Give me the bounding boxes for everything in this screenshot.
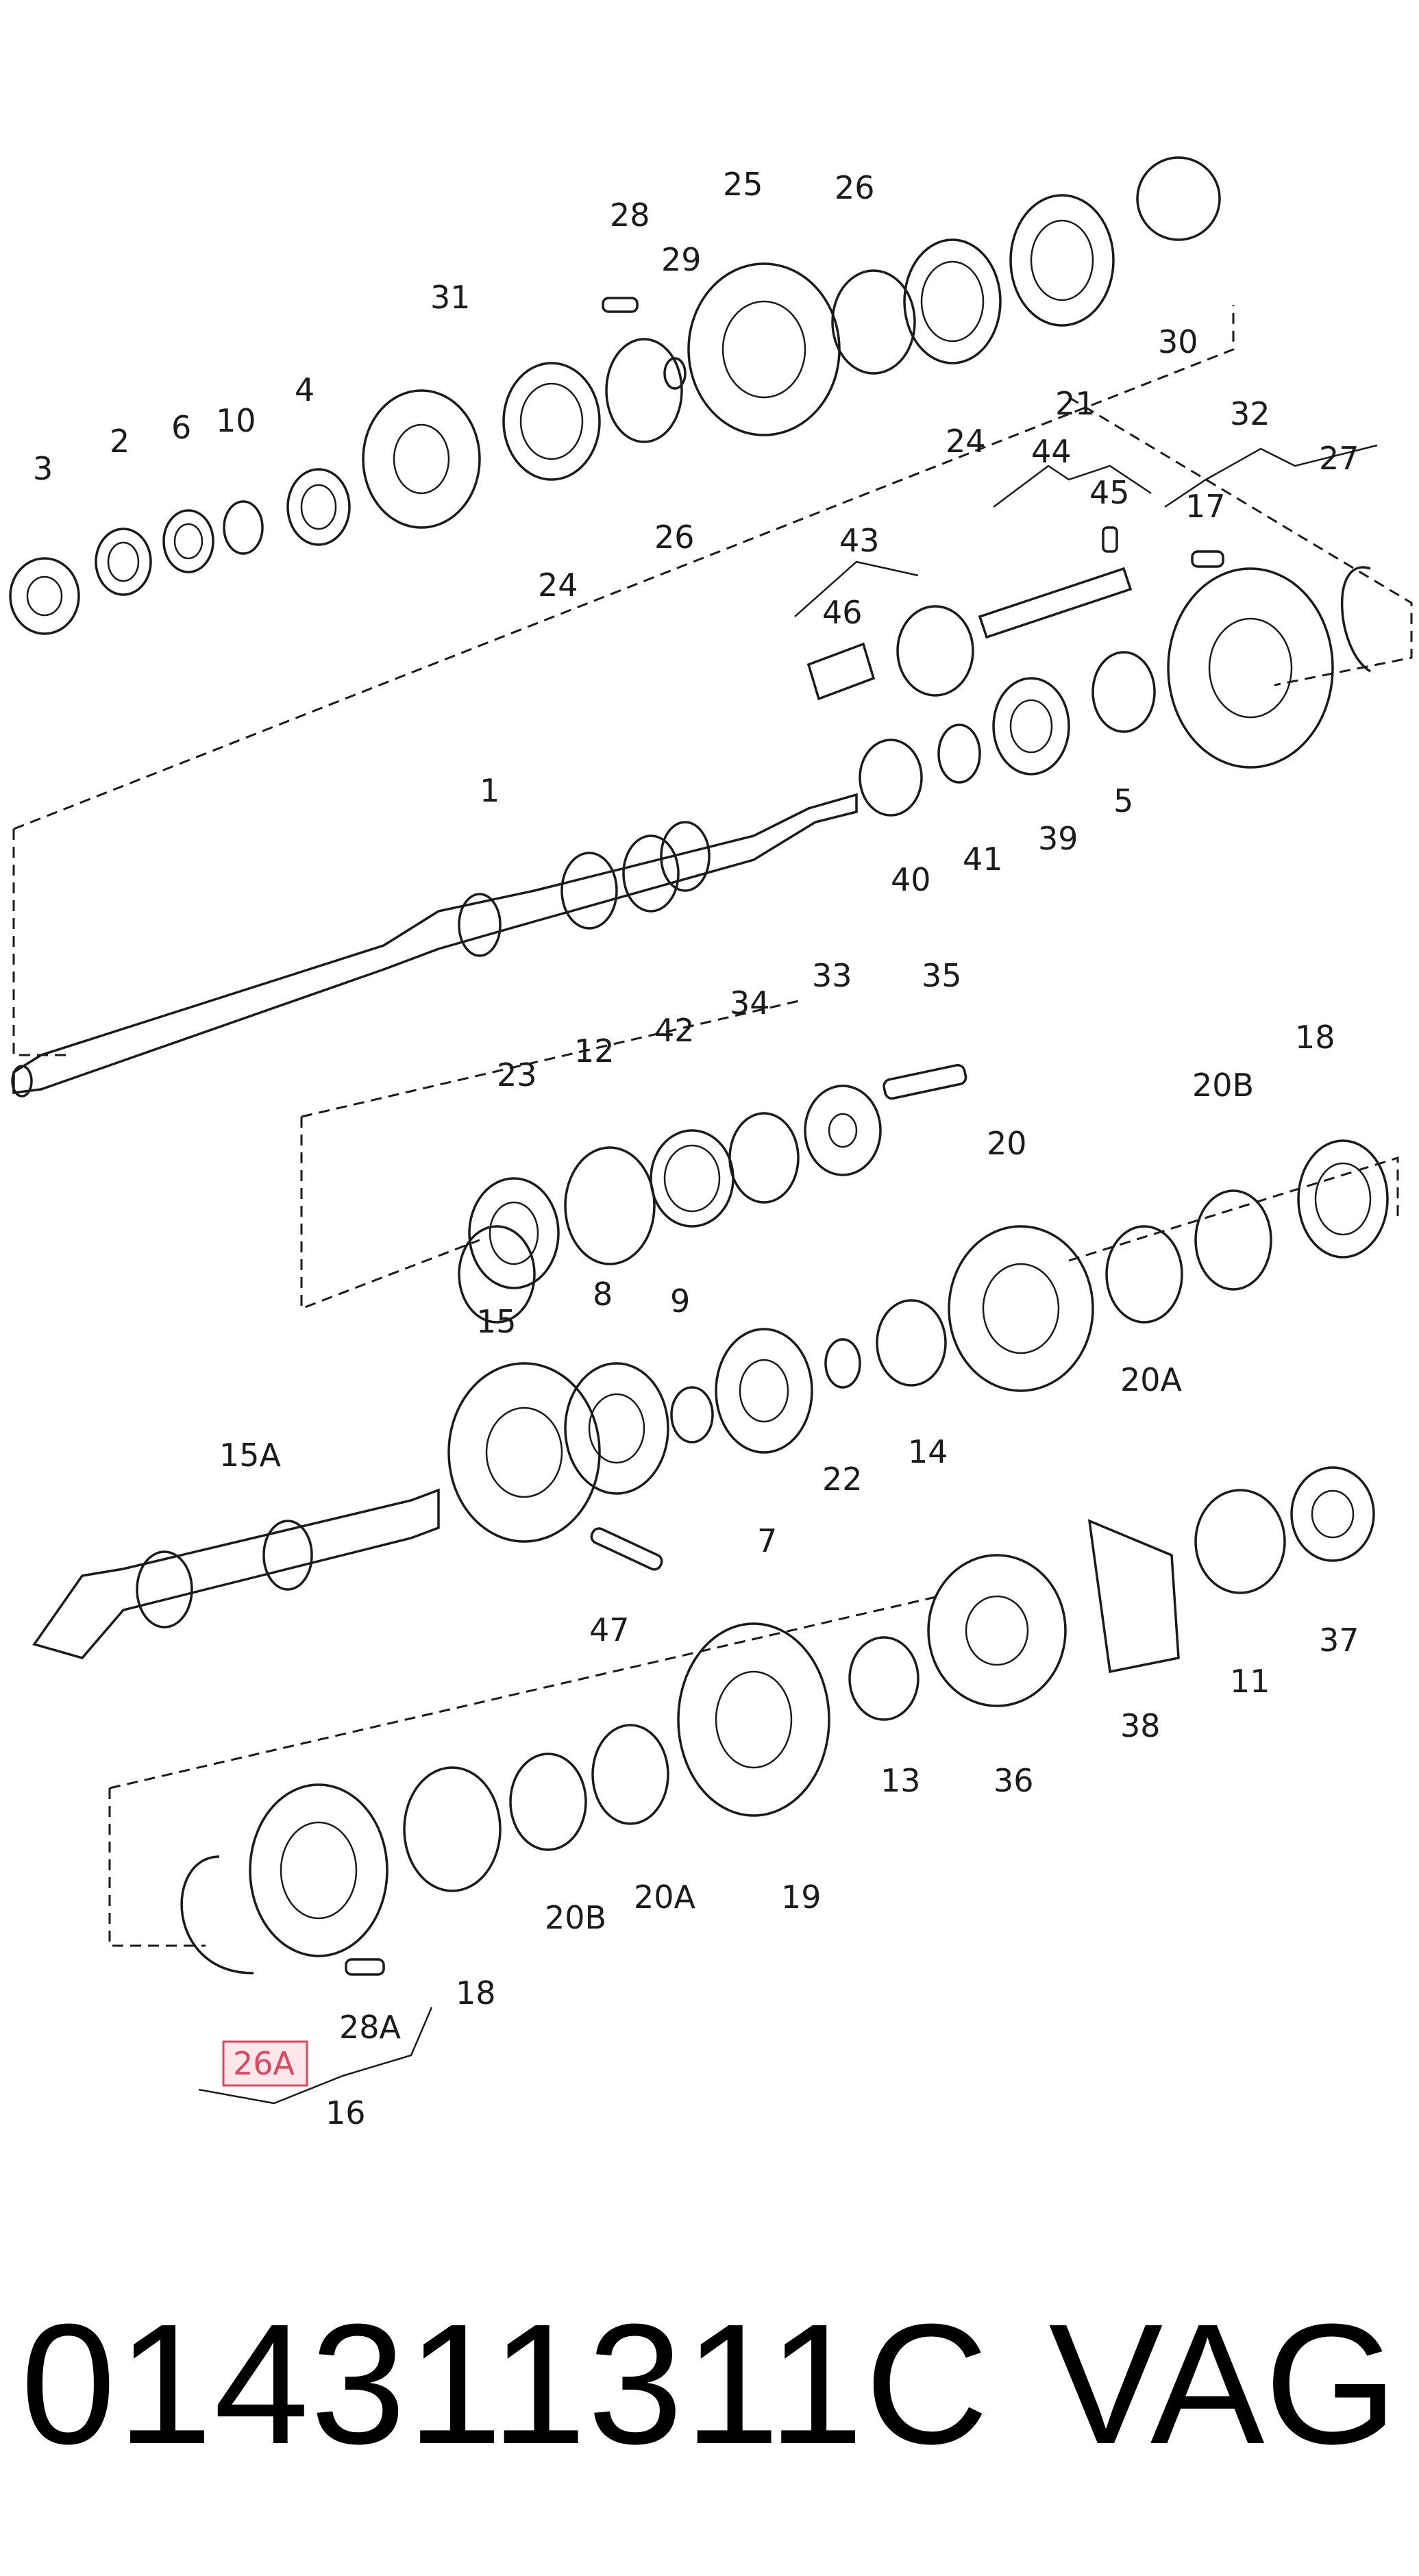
label-44: 44 [1031,433,1072,470]
label-28A: 28A [339,2009,402,2046]
label-17: 17 [1185,488,1226,525]
label-42: 42 [654,1012,695,1049]
label-18-top: 18 [1295,1019,1335,1056]
label-3: 3 [33,450,53,487]
label-20A-bottom: 20A [634,1879,696,1916]
label-20B-bottom: 20B [545,1899,606,1936]
label-14: 14 [908,1433,948,1470]
main-shaft [11,793,858,1098]
label-35: 35 [922,957,962,994]
pinion-shaft [32,1299,947,1659]
label-24-bottom: 24 [538,567,578,604]
label-8: 8 [593,1276,613,1313]
label-1: 1 [480,772,499,809]
label-38: 38 [1120,1707,1161,1744]
footer: 014311311C VAG [21,2281,1398,2487]
lower-middle-parts [458,1063,1389,1392]
label-47: 47 [589,1611,630,1648]
label-20: 20 [987,1125,1027,1162]
label-10: 10 [216,402,256,439]
label-12: 12 [574,1032,615,1069]
label-26-bottom: 26 [654,519,695,556]
label-19: 19 [781,1879,822,1916]
label-24-top: 24 [946,423,986,460]
callout-labels: 1 2 3 4 5 6 7 8 9 10 11 12 13 14 15 15A … [33,166,1359,2131]
label-45: 45 [1089,474,1130,511]
label-22: 22 [822,1461,863,1498]
assembly-outlines [12,305,1413,1947]
label-9: 9 [670,1283,690,1320]
label-32: 32 [1230,395,1270,432]
highlight-box-26A [222,2040,308,2087]
label-37: 37 [1319,1622,1359,1659]
label-31: 31 [430,279,471,316]
label-leaders [198,444,1378,2105]
label-5: 5 [1113,782,1133,819]
label-29: 29 [661,241,702,278]
label-39: 39 [1038,820,1078,857]
label-15: 15 [476,1303,517,1340]
label-40: 40 [891,861,931,898]
label-43: 43 [839,522,880,559]
label-16: 16 [325,2094,366,2131]
label-33: 33 [812,957,852,994]
label-20A-top: 20A [1120,1361,1183,1398]
label-11: 11 [1230,1663,1270,1700]
label-25: 25 [723,166,763,203]
brand-name: VAG [1048,2288,1398,2479]
label-46: 46 [822,594,863,631]
label-21: 21 [1055,385,1096,422]
upper-row-parts [9,156,1221,635]
label-34: 34 [730,984,770,1021]
label-26A: 26A [233,2045,295,2082]
label-2: 2 [110,423,129,460]
label-13: 13 [880,1762,921,1799]
label-18-bottom: 18 [456,1974,496,2011]
label-27: 27 [1319,440,1359,477]
label-41: 41 [963,841,1003,878]
label-26-top: 26 [835,169,875,206]
label-30: 30 [1158,323,1198,360]
label-20B-top: 20B [1192,1067,1254,1104]
right-middle-parts [806,526,1371,817]
exploded-gearbox-diagram: 1 2 3 4 5 6 7 8 9 10 11 12 13 14 15 15A … [9,156,1413,2131]
label-7: 7 [757,1522,777,1559]
label-36: 36 [994,1762,1034,1799]
label-15A: 15A [219,1437,282,1474]
part-number: 014311311C [21,2288,990,2479]
label-4: 4 [295,371,314,408]
label-23: 23 [497,1056,537,1093]
label-6: 6 [171,409,191,446]
label-28: 28 [610,197,650,234]
bottom-row-parts [180,1466,1375,1976]
